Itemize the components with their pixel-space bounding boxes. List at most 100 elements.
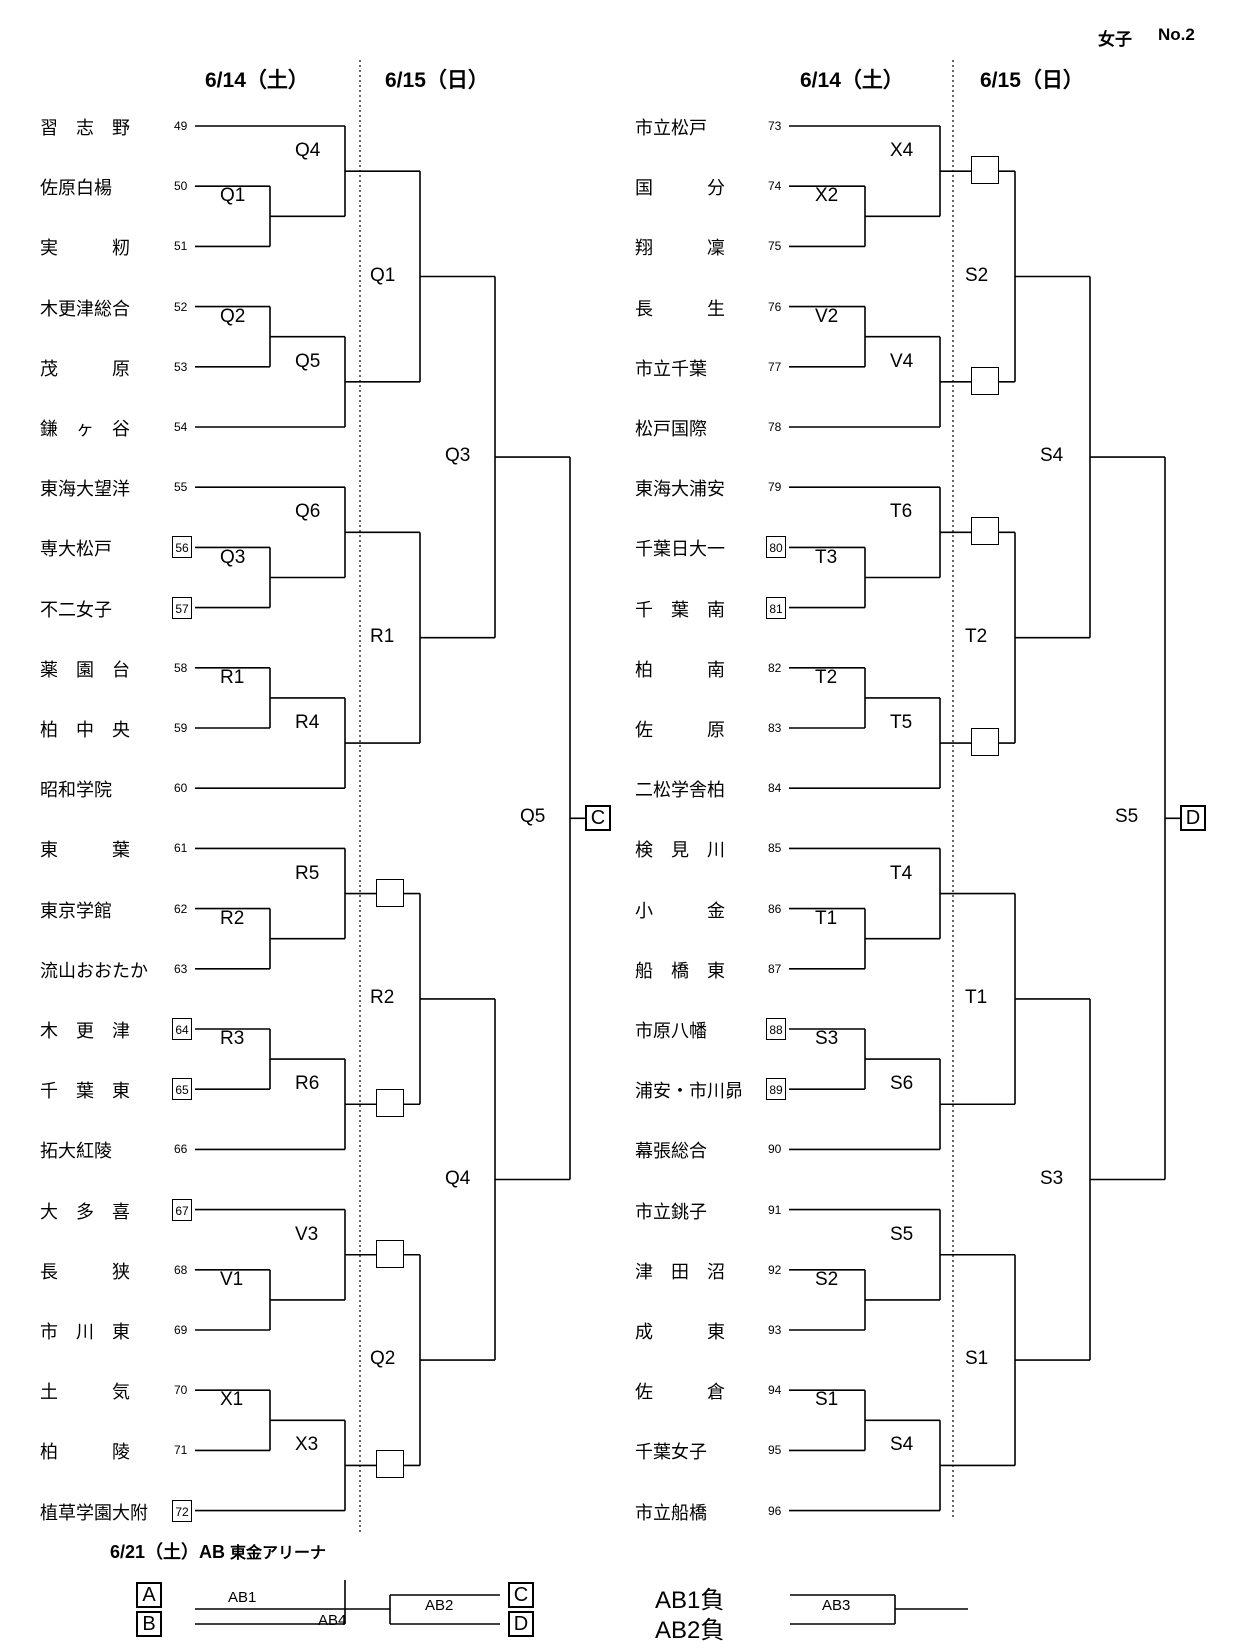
sheet-number: No.2	[1158, 25, 1195, 44]
left-team-name: 佐原白楊	[40, 178, 112, 199]
left-match-label-r2: R6	[295, 1073, 320, 1095]
left-team-name: 大 多 喜	[40, 1201, 130, 1222]
left-blank-box	[376, 1450, 404, 1479]
right-team-name: 佐 倉	[635, 1382, 725, 1403]
right-match-label-r1: X2	[815, 185, 839, 207]
left-team-seed: 50	[174, 179, 188, 194]
left-match-label-r1: Q3	[220, 546, 246, 568]
left-team-seed: 51	[174, 239, 188, 254]
right-team-name: 幕張総合	[635, 1141, 707, 1162]
right-team-seed: 96	[768, 1503, 782, 1518]
right-blank-box	[971, 728, 999, 757]
left-team-seed: 69	[174, 1323, 188, 1337]
left-team-seed: 49	[174, 119, 188, 133]
left-team-name: 拓大紅陵	[40, 1141, 112, 1162]
right-team-seed: 82	[768, 660, 782, 675]
right-match-label-r1: S2	[815, 1268, 839, 1290]
left-team-name: 習 志 野	[40, 118, 130, 138]
left-team-name: 市 川 東	[40, 1322, 130, 1342]
left-team-seed: 62	[174, 901, 188, 916]
right-team-seed: 86	[768, 901, 782, 916]
left-team-name: 東海大望洋	[40, 479, 130, 500]
right-match-label-r1: S3	[815, 1028, 839, 1050]
right-match-label-r3: T1	[965, 986, 988, 1008]
left-match-label-r1: R3	[220, 1028, 245, 1050]
right-team-seed: 74	[768, 179, 782, 194]
right-team-name: 小 金	[635, 900, 725, 921]
final-heading: 6/21（土）AB 東金アリーナ	[110, 1538, 326, 1564]
right-match-label-r1: S1	[815, 1389, 839, 1411]
left-match-label-r2: X3	[295, 1434, 319, 1456]
right-team-name: 東海大浦安	[635, 479, 725, 500]
right-match-label-r2: T5	[890, 712, 913, 734]
right-team-seed: 85	[768, 841, 782, 856]
right-team-seed: 76	[768, 299, 782, 314]
left-match-label-r1: R2	[220, 907, 245, 929]
left-team-name: 木更津総合	[40, 298, 130, 319]
left-team-seed: 70	[174, 1383, 188, 1398]
left-team-name: 昭和学院	[40, 780, 112, 801]
right-match-label-r5: S5	[1115, 806, 1139, 828]
final-slot-d: D	[508, 1611, 534, 1637]
right-team-name: 翔 凜	[635, 238, 725, 259]
left-match-label-r1: V1	[220, 1268, 244, 1290]
right-match-label-r1: V2	[815, 305, 839, 327]
right-match-label-r1: T1	[815, 907, 838, 929]
left-team-name: 東京学館	[40, 900, 112, 921]
right-team-name: 成 東	[635, 1322, 725, 1342]
right-team-name: 津 田 沼	[635, 1261, 725, 1282]
left-match-label-r2: Q4	[295, 140, 321, 162]
right-team-name: 浦安・市川昴	[635, 1081, 743, 1102]
right-match-label-r3: S1	[965, 1348, 989, 1370]
right-match-label-r2: S4	[890, 1434, 914, 1456]
left-match-label-r3: Q1	[370, 264, 396, 286]
left-match-label-r5: Q5	[520, 806, 546, 828]
right-result-box: D	[1180, 805, 1206, 832]
left-team-seed: 58	[174, 660, 188, 675]
left-match-label-r2: V3	[295, 1223, 319, 1245]
final-slot-b: B	[136, 1611, 162, 1637]
right-team-seed: 91	[768, 1202, 782, 1217]
right-team-name: 船 橋 東	[635, 960, 725, 981]
left-team-seed-box: 64	[172, 1018, 192, 1040]
right-match-label-r3: T2	[965, 625, 988, 647]
right-team-seed-box: 88	[766, 1018, 786, 1040]
right-team-seed: 83	[768, 721, 782, 735]
left-match-label-r1: Q2	[220, 305, 246, 327]
right-team-seed-box: 81	[766, 596, 786, 619]
right-team-seed: 93	[768, 1323, 782, 1337]
left-team-name: 土 気	[40, 1382, 130, 1403]
left-team-seed-box: 67	[172, 1198, 192, 1221]
right-match-label-r4: S4	[1040, 445, 1064, 467]
right-team-name: 市立船橋	[635, 1502, 707, 1523]
right-blank-box	[971, 156, 999, 185]
left-match-label-r3: Q2	[370, 1348, 396, 1370]
right-team-seed: 95	[768, 1443, 782, 1458]
right-team-seed: 94	[768, 1383, 782, 1398]
right-team-seed: 73	[768, 119, 782, 133]
left-team-seed: 68	[174, 1262, 188, 1277]
left-result-box: C	[585, 805, 611, 832]
final-ab4-label: AB4	[318, 1612, 347, 1629]
right-team-seed: 92	[768, 1262, 782, 1277]
left-day1-header: 6/14（土）	[205, 69, 309, 92]
left-team-name: 木 更 津	[40, 1021, 130, 1041]
final-ab1-loser: AB1負	[655, 1587, 725, 1614]
right-team-seed: 87	[768, 961, 782, 976]
right-day2-header: 6/15（日）	[980, 69, 1084, 92]
final-slot-c: C	[508, 1582, 534, 1608]
left-match-label-r4: Q4	[445, 1167, 471, 1189]
left-team-seed: 52	[174, 299, 188, 314]
left-team-name: 専大松戸	[40, 539, 112, 560]
left-team-seed: 59	[174, 721, 188, 735]
right-day1-header: 6/14（土）	[800, 69, 904, 92]
left-match-label-r1: X1	[220, 1389, 244, 1411]
right-match-label-r2: T6	[890, 501, 913, 523]
left-team-name: 実 籾	[40, 238, 130, 259]
left-team-seed-box: 56	[172, 536, 192, 559]
left-team-name: 東 葉	[40, 840, 130, 861]
left-team-seed: 53	[174, 359, 188, 374]
right-match-label-r2: S5	[890, 1223, 914, 1245]
right-team-name: 千葉日大一	[635, 539, 725, 560]
